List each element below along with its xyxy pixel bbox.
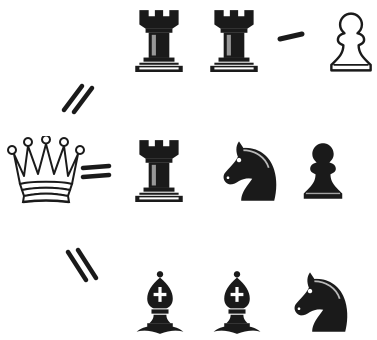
rook-black-piece [133, 138, 185, 202]
pawn-black-piece [298, 140, 348, 202]
equals-sign-diagonal [62, 244, 106, 288]
pawn-white-piece [327, 10, 375, 74]
equals-sign [80, 162, 112, 182]
rook-black-piece [133, 8, 185, 72]
knight-black-piece [288, 266, 354, 336]
queen-white-piece [6, 136, 86, 206]
minus-sign [277, 30, 305, 44]
bishop-black-piece [210, 270, 264, 336]
equals-sign-diagonal [58, 80, 100, 116]
bishop-black-piece [133, 270, 187, 336]
knight-black-piece [217, 137, 283, 203]
rook-black-piece [208, 8, 260, 72]
